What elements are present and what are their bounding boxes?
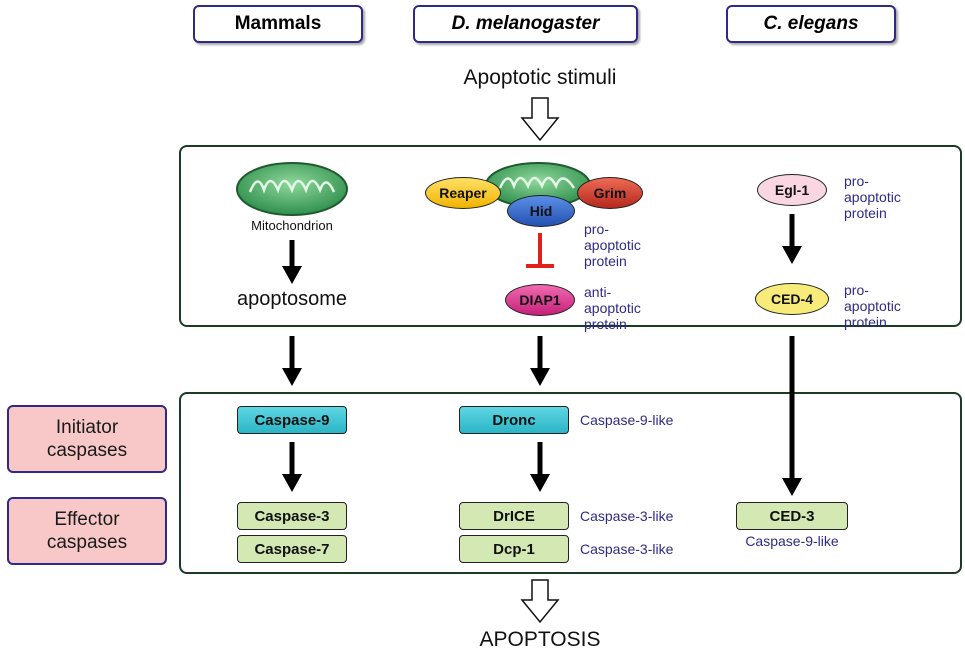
header-c-elegans-label: C. elegans [763,13,859,34]
effector-caspases-label: Effector caspases [7,497,167,565]
egl1-note: pro-apoptotic protein [844,173,901,221]
hid-protein: Hid [507,195,575,227]
upstream-regulators-panel [179,145,962,327]
fly-pro-apoptotic-note: pro-apoptotic protein [584,221,641,269]
apoptotic-stimuli-label: Apoptotic stimuli [463,66,617,89]
header-mammals: Mammals [193,5,363,43]
initiator-caspases-label: Initiator caspases [7,405,167,473]
mitochondrion-mammal-icon [236,162,348,216]
hollow-arrow-down-stimuli [520,97,560,142]
ced3-box: CED-3 [736,502,848,530]
dronc-label: Dronc [492,411,536,429]
diap1-protein: DIAP1 [505,284,575,316]
reaper-label: Reaper [439,185,487,201]
dronc-note: Caspase-9-like [580,412,674,428]
dcp1-note: Caspase-3-like [580,541,674,557]
mitochondrion-label: Mitochondrion [251,218,333,233]
diap1-note: anti-apoptotic protein [584,284,641,332]
apoptosome-label: apoptosome [236,288,348,310]
reaper-protein: Reaper [425,177,501,209]
ced3-label: CED-3 [769,507,815,525]
initiator-caspases-line2: caspases [46,440,128,461]
caspase-9-box: Caspase-9 [237,406,347,434]
ced4-label: CED-4 [770,291,813,307]
ced4-note: pro-apoptotic protein [844,282,901,330]
effector-caspases-line2: caspases [46,532,128,553]
ced3-note: Caspase-9-like [745,533,839,549]
header-drosophila: D. melanogaster [413,5,638,43]
caspase-7-box: Caspase-7 [237,535,347,563]
dronc-box: Dronc [459,406,569,434]
effector-caspases-line1: Effector [54,509,120,530]
caspase-3-label: Caspase-3 [254,507,330,525]
initiator-caspases-line1: Initiator [55,417,119,438]
ced4-protein: CED-4 [755,283,829,315]
caspase-9-label: Caspase-9 [254,411,330,429]
dcp1-box: Dcp-1 [459,535,569,563]
egl1-protein: Egl-1 [757,174,827,206]
dcp1-label: Dcp-1 [493,540,535,558]
grim-protein: Grim [577,177,643,209]
inhibition-arrow-icon [526,233,554,268]
caspase-3-box: Caspase-3 [237,502,347,530]
drice-note: Caspase-3-like [580,508,674,524]
header-mammals-label: Mammals [234,13,322,34]
caspases-panel [179,392,962,574]
drice-label: DrICE [493,507,535,525]
grim-label: Grim [593,185,627,201]
header-drosophila-label: D. melanogaster [451,13,600,34]
apoptosis-label: APOPTOSIS [479,628,601,651]
hid-label: Hid [529,203,553,219]
caspase-7-label: Caspase-7 [254,540,330,558]
header-c-elegans: C. elegans [726,5,896,43]
drice-box: DrICE [459,502,569,530]
hollow-arrow-down-apoptosis [520,579,560,624]
egl1-label: Egl-1 [774,182,810,198]
diap1-label: DIAP1 [519,292,561,308]
